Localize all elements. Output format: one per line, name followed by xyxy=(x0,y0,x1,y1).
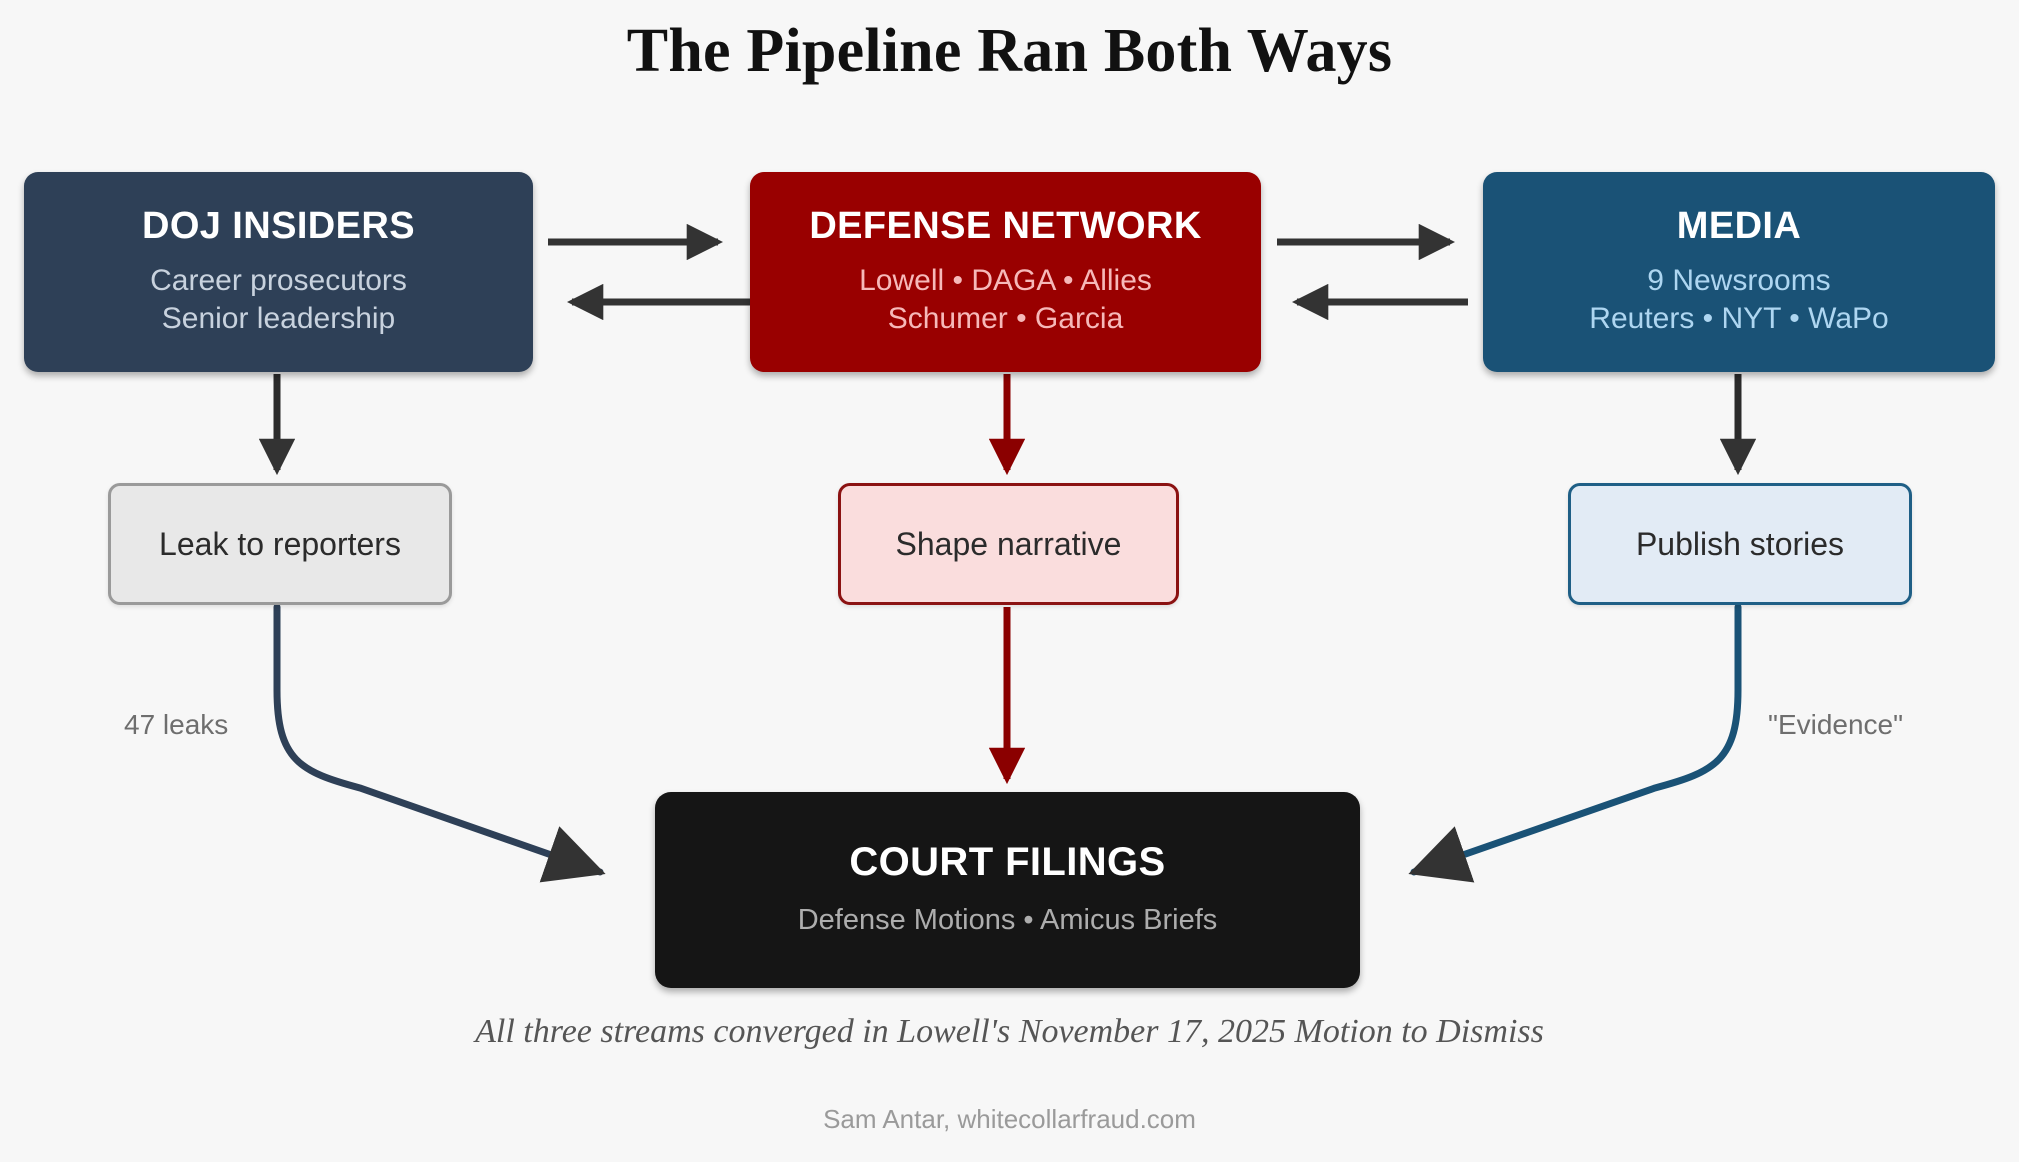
edge-leak-to-court xyxy=(273,603,606,883)
node-doj-insiders[interactable]: DOJ INSIDERS Career prosecutors Senior l… xyxy=(24,172,533,372)
node-media[interactable]: MEDIA 9 Newsrooms Reuters • NYT • WaPo xyxy=(1483,172,1995,372)
node-defense-network[interactable]: DEFENSE NETWORK Lowell • DAGA • Allies S… xyxy=(750,172,1261,372)
node-doj-subtitle: Career prosecutors Senior leadership xyxy=(150,262,407,339)
node-media-title: MEDIA xyxy=(1676,204,1802,247)
node-publish-label: Publish stories xyxy=(1635,525,1845,562)
diagram-caption: All three streams converged in Lowell's … xyxy=(475,1013,1544,1050)
node-doj-title: DOJ INSIDERS xyxy=(142,204,415,247)
edge-label-leaks: 47 leaks xyxy=(124,709,229,740)
node-defense-title: DEFENSE NETWORK xyxy=(809,204,1202,247)
node-defense-sub-line-1: Lowell • DAGA • Allies xyxy=(859,263,1152,297)
node-leak-label: Leak to reporters xyxy=(159,525,401,562)
node-media-subtitle: 9 Newsrooms Reuters • NYT • WaPo xyxy=(1589,262,1888,339)
edge-label-evidence: "Evidence" xyxy=(1768,709,1904,740)
attribution-text: Sam Antar, whitecollarfraud.com xyxy=(823,1104,1196,1134)
node-leak-to-reporters[interactable]: Leak to reporters xyxy=(108,483,452,605)
node-court-title: COURT FILINGS xyxy=(849,840,1166,885)
node-court-filings[interactable]: COURT FILINGS Defense Motions • Amicus B… xyxy=(655,792,1360,988)
node-defense-sub-line-2: Schumer • Garcia xyxy=(887,301,1124,335)
node-doj-sub-line-2: Senior leadership xyxy=(161,301,396,335)
node-doj-sub-line-1: Career prosecutors xyxy=(150,263,407,297)
edge-publish-to-court xyxy=(1408,603,1742,883)
node-publish-stories[interactable]: Publish stories xyxy=(1568,483,1912,605)
node-media-sub-line-1: 9 Newsrooms xyxy=(1647,263,1831,297)
node-shape-narrative[interactable]: Shape narrative xyxy=(838,483,1179,605)
node-defense-subtitle: Lowell • DAGA • Allies Schumer • Garcia xyxy=(859,262,1152,339)
page-title: The Pipeline Ran Both Ways xyxy=(626,17,1393,85)
node-media-sub-line-2: Reuters • NYT • WaPo xyxy=(1589,301,1889,335)
node-court-subtitle: Defense Motions • Amicus Briefs xyxy=(797,904,1218,937)
node-shape-label: Shape narrative xyxy=(895,525,1122,562)
